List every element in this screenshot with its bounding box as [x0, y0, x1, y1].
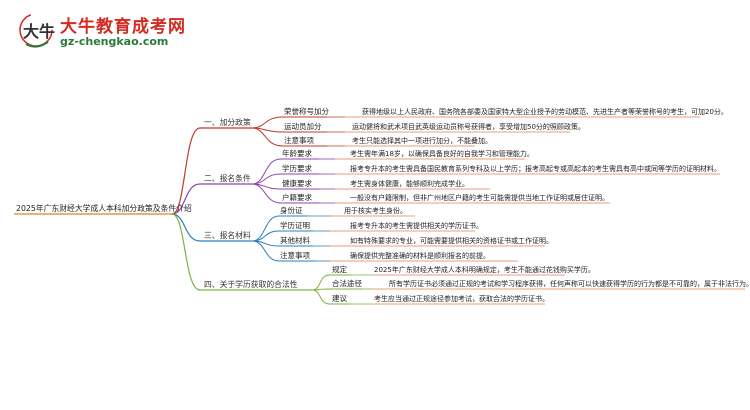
- site-logo[interactable]: 大牛 大牛教育成考网 gz-chengkao.com: [18, 10, 218, 54]
- node-education-certificate: 学历证明: [280, 221, 310, 230]
- detail-suggestion: 考生应当通过正规途径参加考试，获取合法的学历证书。: [374, 294, 549, 303]
- node-id-card: 身份证: [280, 206, 303, 215]
- node-legal-channels: 合法途径: [332, 279, 362, 288]
- site-name: 大牛教育成考网: [60, 17, 186, 37]
- logo-char: 大牛: [23, 22, 55, 41]
- site-url: gz-chengkao.com: [60, 35, 169, 48]
- branch-degree-legality: 四、关于学历获取的合法性: [204, 280, 298, 289]
- node-materials-notes: 注意事项: [280, 251, 310, 260]
- detail-education-requirement: 报考专升本的考生需具备国民教育系列专科及以上学历；报考高起专或高起本的考生需具有…: [350, 164, 721, 173]
- logo-mark-icon: 大牛: [19, 13, 55, 48]
- mindmap-root: 2025年广东财经大学成人本科加分政策及条件介绍: [16, 204, 192, 213]
- node-household-requirement: 户籍要求: [282, 193, 312, 202]
- detail-honor-title-bonus: 获得地级以上人民政府、国务院各部委及国家特大型企业授予的劳动模范、先进生产者等荣…: [362, 107, 728, 116]
- branch-registration-conditions: 二、报名条件: [204, 174, 251, 183]
- node-health-requirement: 健康要求: [282, 179, 312, 188]
- node-education-requirement: 学历要求: [282, 164, 312, 173]
- detail-id-card: 用于核实考生身份。: [344, 206, 407, 215]
- detail-athlete-bonus: 运动健将和武术项目武英级运动员称号获得者，享受增加50分的照顾政策。: [352, 122, 585, 131]
- detail-health-requirement: 考生需身体健康，能够顺利完成学业。: [350, 179, 469, 188]
- detail-other-materials: 如有特殊要求的专业，可能需要提供相关的资格证书或工作证明。: [350, 236, 553, 245]
- detail-bonus-notes: 考生只能选择其中一项进行加分，不能叠加。: [352, 136, 492, 145]
- node-other-materials: 其他材料: [280, 236, 310, 245]
- branch-bonus-policy: 一、加分政策: [204, 118, 251, 127]
- node-regulation: 规定: [332, 265, 347, 274]
- branch-registration-materials: 三、报名材料: [204, 231, 251, 240]
- detail-age-requirement: 考生需年满18岁，以确保具备良好的自我学习和管理能力。: [350, 149, 534, 158]
- node-age-requirement: 年龄要求: [282, 149, 312, 158]
- node-athlete-bonus: 运动员加分: [284, 122, 322, 131]
- detail-household-requirement: 一般没有户籍限制，但非广州地区户籍的考生可能需提供当地工作证明或居住证明。: [350, 193, 609, 202]
- detail-regulation: 2025年广东财经大学成人本科明确规定，考生不能通过花钱购买学历。: [374, 265, 595, 274]
- detail-materials-notes: 确保提供完整准确的材料是顺利报名的前提。: [350, 251, 490, 260]
- detail-education-certificate: 报考专升本的考生需提供相关的学历证书。: [350, 221, 483, 230]
- node-bonus-notes: 注意事项: [284, 136, 314, 145]
- detail-legal-channels: 所有学历证书必须通过正规的考试和学习程序获得，任何声称可以快速获得学历的行为都是…: [389, 279, 750, 288]
- node-suggestion: 建议: [332, 294, 347, 303]
- node-honor-title-bonus: 荣誉称号加分: [284, 107, 329, 116]
